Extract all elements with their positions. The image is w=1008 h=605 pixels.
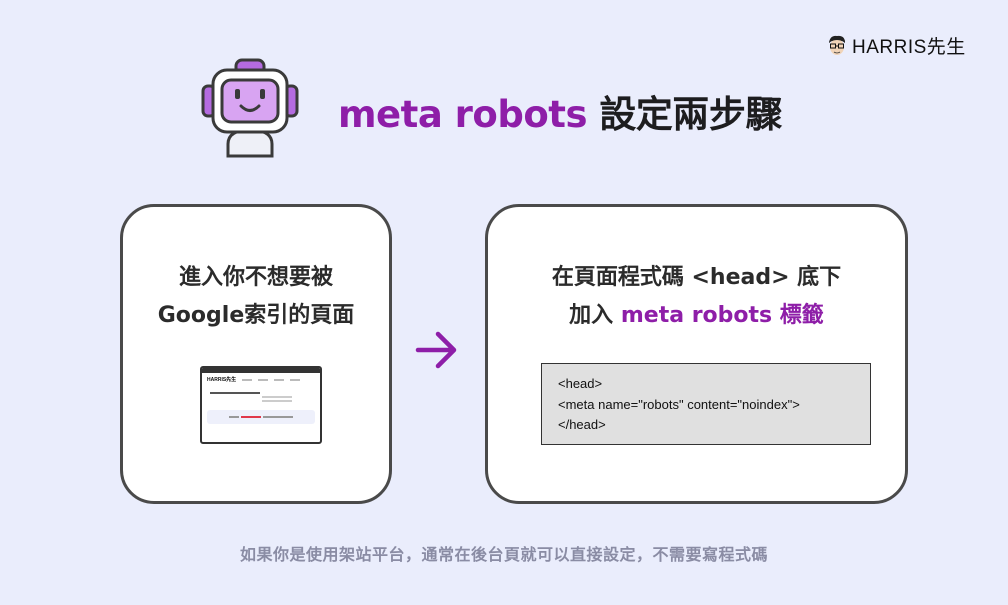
step2-line1: 在頁面程式碼 <head> 底下 [551,265,842,290]
thumbnail-text-line [262,400,292,402]
brand-name: HARRIS先生 [852,37,966,58]
robot-icon [201,58,299,158]
step1-line1: 進入你不想要被 [178,265,333,290]
thumbnail-nav-item [290,378,301,381]
step2-line2: 加入 meta robots 標籤 [488,297,905,335]
thumbnail-nav: HARRIS先生 [202,373,320,386]
code-line: <head> [558,376,603,391]
arrow-right-icon [415,331,457,369]
thumbnail-text-line [262,396,292,398]
thumbnail-callout [207,410,315,424]
code-snippet: <head> <meta name="robots" content="noin… [541,363,871,445]
footer-note: 如果你是使用架站平台，通常在後台頁就可以直接設定，不需要寫程式碼 [239,545,768,564]
step2-heading: 在頁面程式碼 <head> 底下 加入 meta robots 標籤 [488,259,905,335]
step2-line2-prefix: 加入 [569,303,621,328]
step1-heading: 進入你不想要被 Google索引的頁面 [123,259,389,335]
thumbnail-logo: HARRIS先生 [207,377,237,383]
page-title: meta robots 設定兩步驟 [338,84,782,138]
step2-card: 在頁面程式碼 <head> 底下 加入 meta robots 標籤 <head… [485,204,908,504]
thumbnail-nav-item [242,378,253,381]
title-accent: meta robots [338,93,587,136]
thumbnail-titlebar [202,368,320,373]
title-rest: 設定兩步驟 [586,93,782,136]
avatar-icon [829,35,845,55]
step1-card: 進入你不想要被 Google索引的頁面 HARRIS先生 [120,204,392,504]
step1-line2: Google索引的頁面 [157,303,355,328]
code-line: <meta name="robots" content="noindex"> [558,396,800,412]
brand-logo: HARRIS先生 [826,32,966,59]
thumbnail-headline [210,392,260,394]
thumbnail-nav-item [258,378,269,381]
code-line: </head> [558,417,606,432]
step2-line2-accent: meta robots 標籤 [620,303,824,328]
webpage-thumbnail: HARRIS先生 [200,366,322,444]
thumbnail-nav-item [274,378,285,381]
